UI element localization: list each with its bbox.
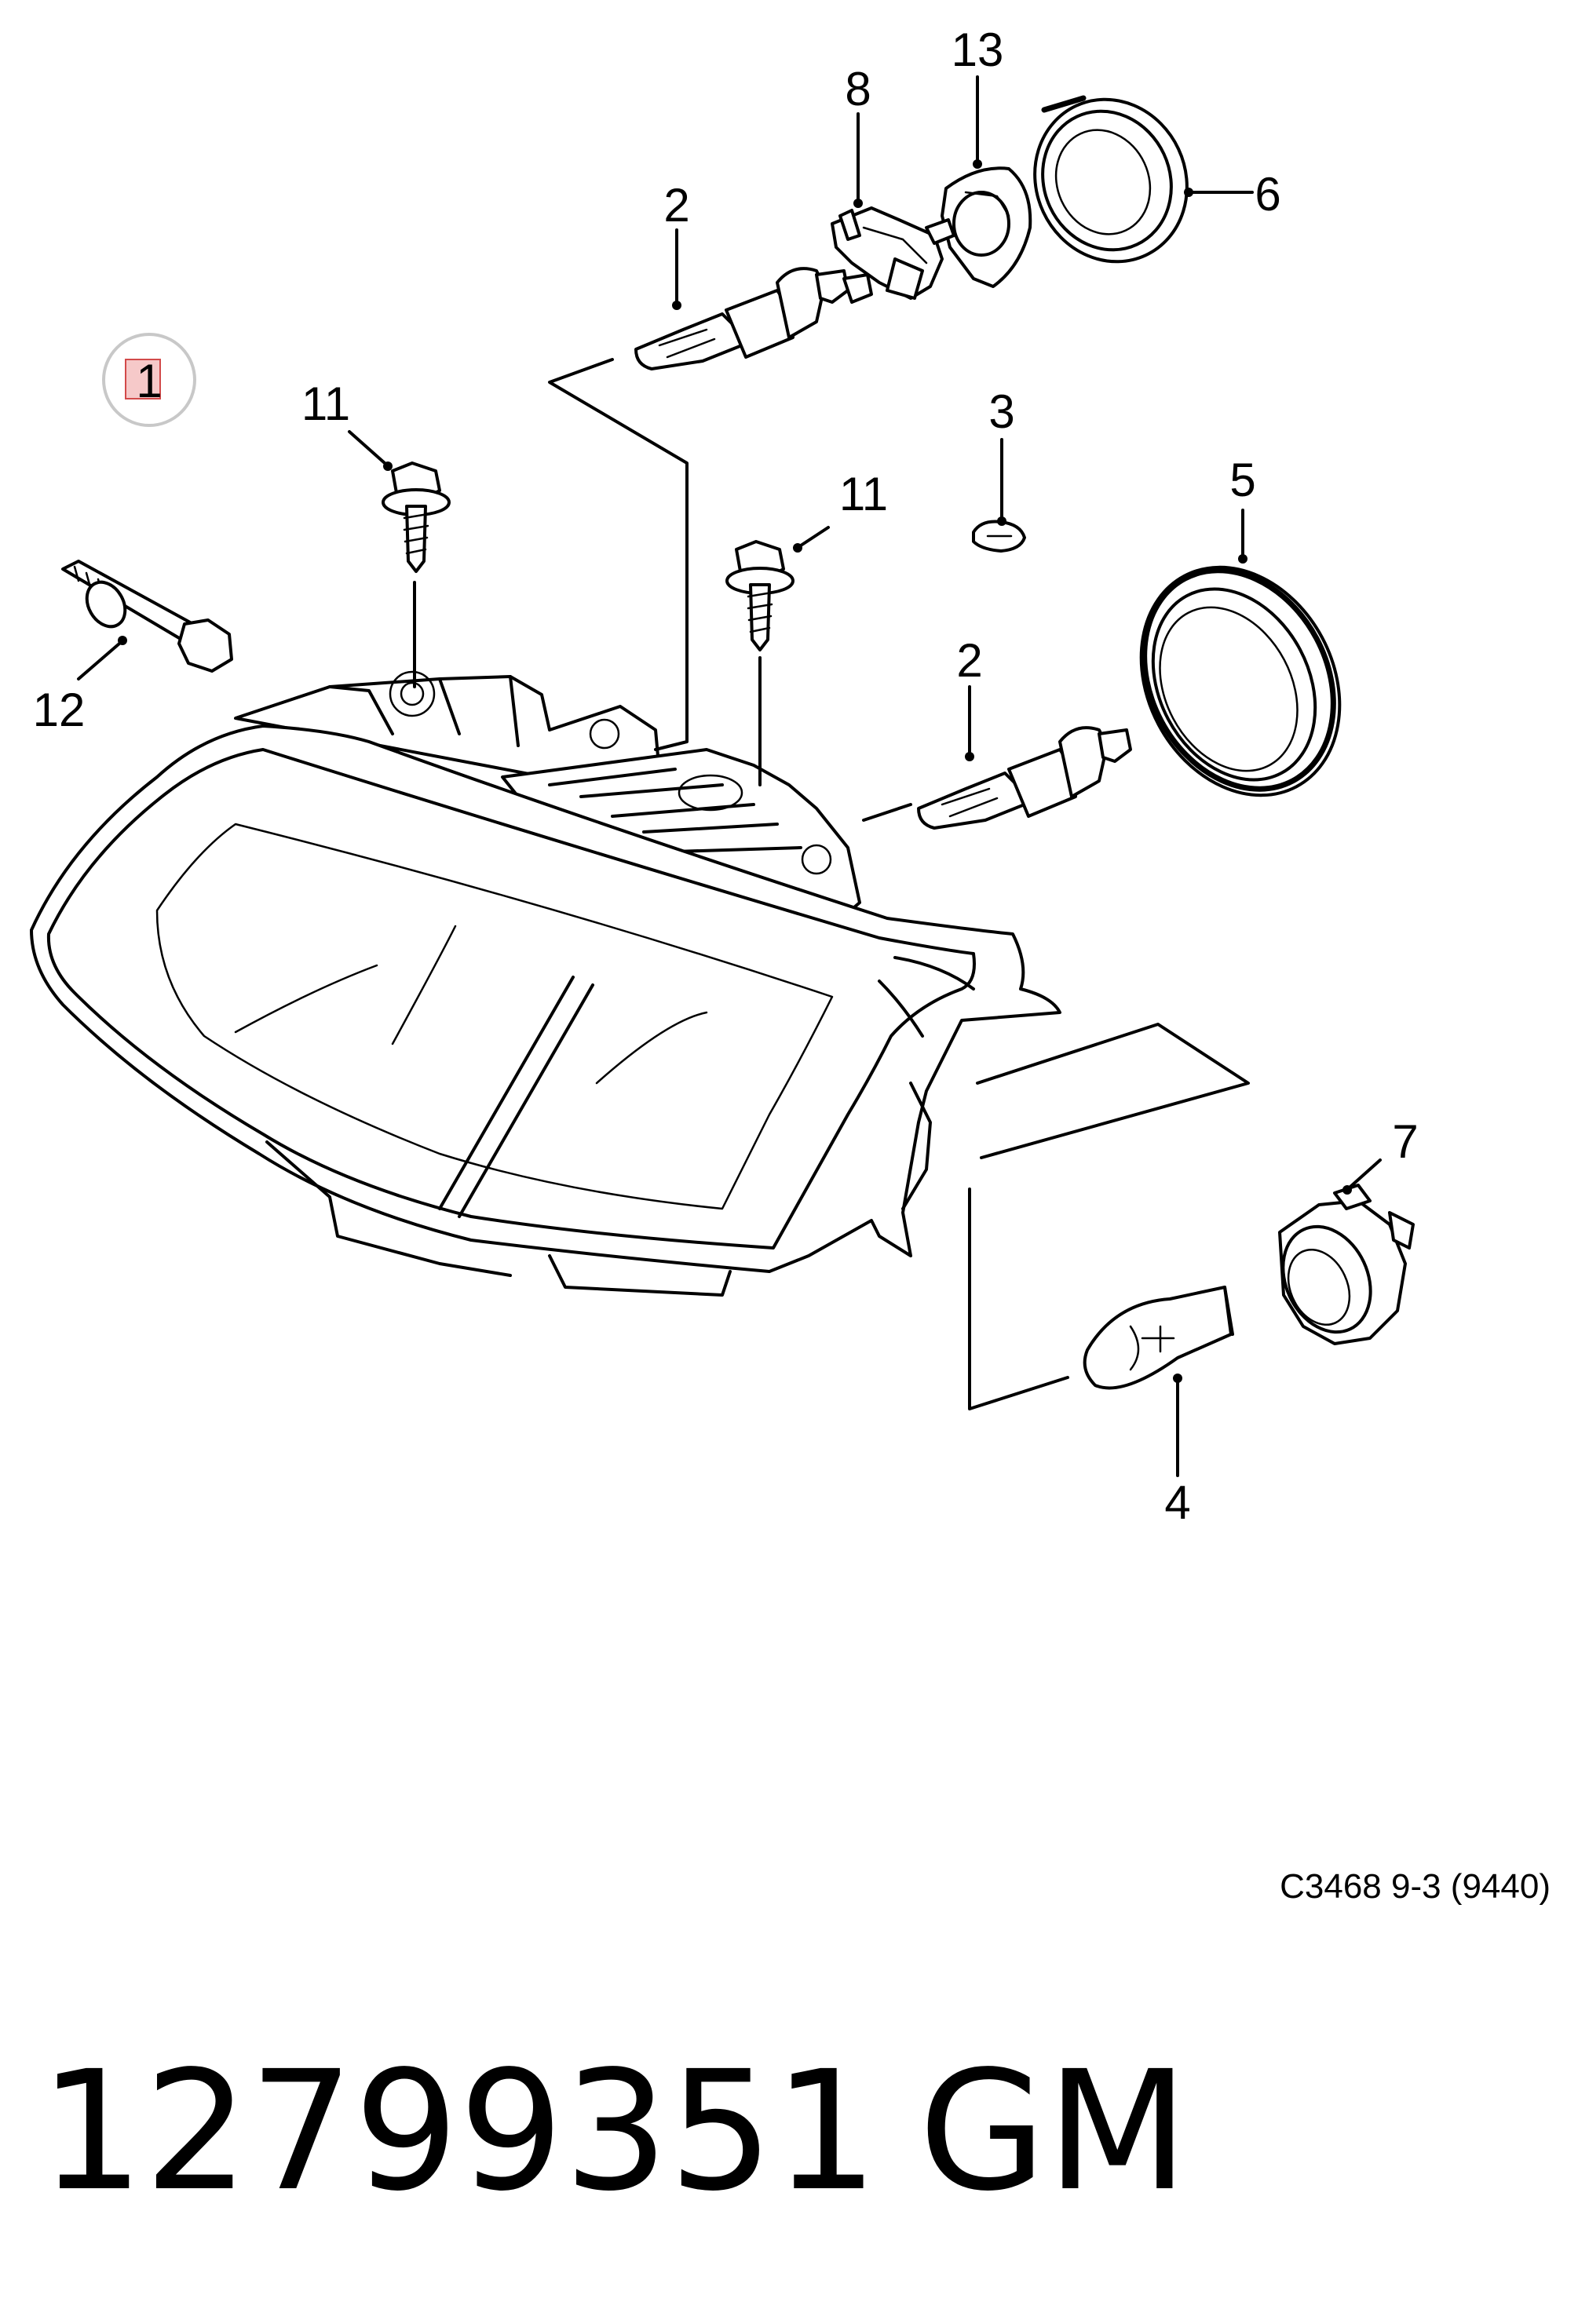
callout-numbers: 2 8 13 6 11 11 3 5 12 2 7 4 [33, 24, 1419, 1529]
callout-7: 7 [1392, 1115, 1418, 1168]
callout-2-mid: 2 [956, 634, 982, 687]
part-2-top-halogen-bulb [634, 267, 873, 370]
callout-11-left: 11 [301, 378, 350, 430]
brand-label: GM [919, 2035, 1189, 2227]
part-5-large-dust-cap [1139, 565, 1342, 797]
part-7-bulb-socket [1278, 1184, 1415, 1345]
part-2-mid-halogen-bulb [917, 726, 1132, 830]
leader-lines [413, 358, 1250, 1410]
part-8-bulb-holder-clip [831, 206, 944, 300]
part-11-screw-right [725, 540, 794, 651]
part-13-retaining-ring [925, 166, 1032, 288]
callout-6: 6 [1255, 168, 1280, 221]
part-12-adjuster-bolt [61, 560, 233, 673]
callout-4: 4 [1164, 1476, 1190, 1529]
part-number: 12799351 [39, 2035, 879, 2227]
headlamp-housing [30, 670, 1061, 1297]
callout-2-top: 2 [663, 179, 689, 232]
callout-13: 13 [952, 24, 1004, 76]
part-4-signal-bulb [1083, 1286, 1234, 1390]
reference-circle: 1 [102, 333, 196, 427]
callout-5: 5 [1229, 454, 1255, 506]
callout-8: 8 [845, 63, 871, 115]
callout-3: 3 [988, 385, 1014, 438]
part-6-top-dust-cap [1033, 95, 1189, 264]
callout-12: 12 [33, 684, 86, 736]
callout-leaders [77, 75, 1382, 1477]
reference-circle-label: 1 [136, 355, 162, 407]
part-3-small-clip [972, 520, 1026, 553]
part-11-screw-left [382, 462, 451, 573]
reference-code: C3468 9-3 (9440) [1280, 1867, 1551, 1906]
callout-11-right: 11 [839, 468, 888, 520]
